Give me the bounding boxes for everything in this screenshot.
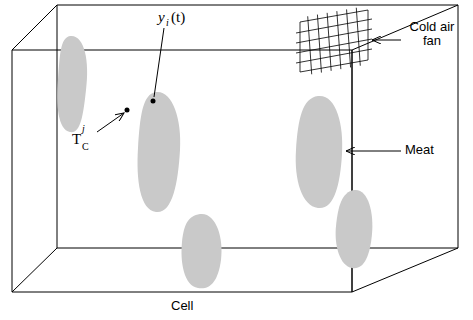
output-symbol: y — [158, 9, 165, 26]
fan-grid-line — [296, 49, 372, 63]
fan-grid-line — [308, 16, 312, 74]
fan-grid-line — [317, 15, 321, 73]
meat-label: Meat — [405, 143, 434, 157]
sensor-dot — [125, 108, 130, 113]
output-subscript: i — [166, 17, 169, 28]
temperature-subscript: C — [82, 141, 89, 152]
cell-label: Cell — [171, 299, 193, 313]
temperature-superscript: j — [82, 123, 85, 134]
fan-grid-line — [356, 8, 360, 66]
leader-lines — [97, 28, 401, 151]
cell-box — [12, 5, 458, 292]
fan-label: Cold air fan — [404, 20, 460, 49]
meat-pieces — [57, 36, 372, 288]
fan-grid — [296, 8, 372, 75]
fan-grid-line — [327, 13, 331, 71]
output-argument: (t) — [171, 9, 185, 26]
sensor-dot — [151, 99, 156, 104]
fan-grid-line — [347, 9, 351, 67]
fan-grid-line — [337, 11, 341, 69]
temperature-symbol: T — [72, 131, 81, 148]
